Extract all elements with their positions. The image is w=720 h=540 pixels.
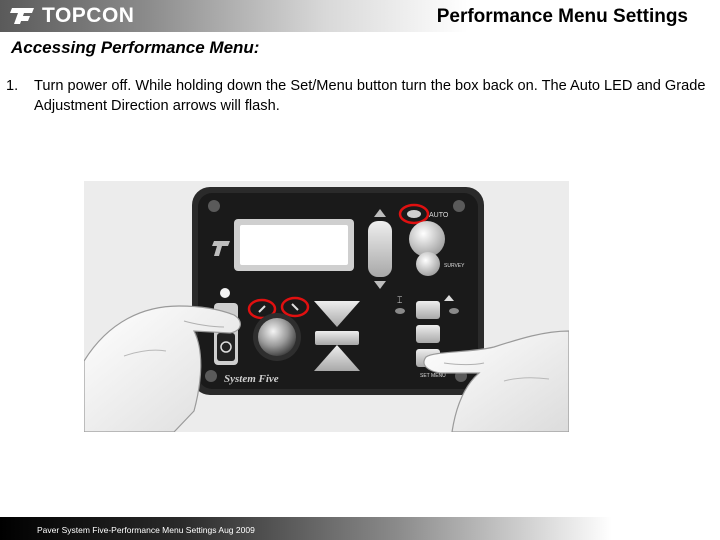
panel-logo-icon bbox=[212, 241, 230, 256]
topcon-logo-mark-icon bbox=[10, 8, 34, 24]
topcon-logo: TOPCON bbox=[8, 4, 134, 28]
mode-icon bbox=[444, 295, 454, 301]
led-indicator bbox=[395, 308, 405, 314]
device-brand-label: System Five bbox=[224, 373, 279, 385]
power-icon bbox=[220, 341, 232, 353]
power-led bbox=[220, 288, 230, 298]
grade-arrow-left-highlight bbox=[247, 298, 277, 320]
grade-arrow-right-highlight bbox=[280, 296, 310, 318]
survey-label: SURVEY bbox=[444, 263, 465, 269]
arrow-down-icon bbox=[374, 281, 386, 289]
survey-button[interactable] bbox=[416, 252, 440, 276]
section-subtitle: Accessing Performance Menu: bbox=[11, 38, 260, 57]
rocker-switch[interactable] bbox=[368, 209, 392, 289]
adjustment-knob[interactable] bbox=[258, 318, 296, 356]
right-hand bbox=[423, 330, 569, 432]
middle-key[interactable] bbox=[315, 331, 359, 345]
footer-text: Paver System Five-Performance Menu Setti… bbox=[37, 525, 255, 535]
header-band bbox=[0, 0, 720, 32]
offset-icon: ⌶ bbox=[397, 295, 402, 305]
logo-text: TOPCON bbox=[42, 4, 135, 27]
panel-button[interactable] bbox=[416, 325, 440, 343]
auto-label: AUTO bbox=[429, 212, 449, 219]
slide-title: Performance Menu Settings bbox=[436, 6, 688, 27]
grade-arrow-right-icon bbox=[291, 303, 299, 311]
step-number: 1. bbox=[6, 78, 19, 94]
footer-band bbox=[0, 517, 720, 540]
power-button[interactable] bbox=[217, 333, 235, 361]
screw-icon bbox=[208, 200, 220, 212]
up-key[interactable] bbox=[314, 345, 360, 371]
auto-button[interactable] bbox=[409, 221, 445, 257]
left-hand bbox=[84, 305, 241, 432]
led-indicator bbox=[449, 308, 459, 314]
panel-button[interactable] bbox=[416, 301, 440, 319]
down-key[interactable] bbox=[314, 301, 360, 327]
screw-icon bbox=[453, 200, 465, 212]
grade-arrow-left-icon bbox=[258, 305, 266, 313]
auto-led bbox=[407, 210, 421, 218]
instruction-step: 1. Turn power off. While holding down th… bbox=[6, 76, 716, 116]
set-menu-label: SET MENU bbox=[420, 373, 446, 379]
step-text: Turn power off. While holding down the S… bbox=[34, 78, 706, 114]
arrow-up-icon bbox=[374, 209, 386, 217]
screw-icon bbox=[205, 370, 217, 382]
control-box-photo: AUTO SURVEY ⌶ SET MENU System Five bbox=[84, 181, 569, 432]
lcd-display bbox=[240, 225, 348, 265]
instruction-list: 1. Turn power off. While holding down th… bbox=[6, 76, 716, 116]
auto-led-highlight bbox=[398, 203, 430, 225]
